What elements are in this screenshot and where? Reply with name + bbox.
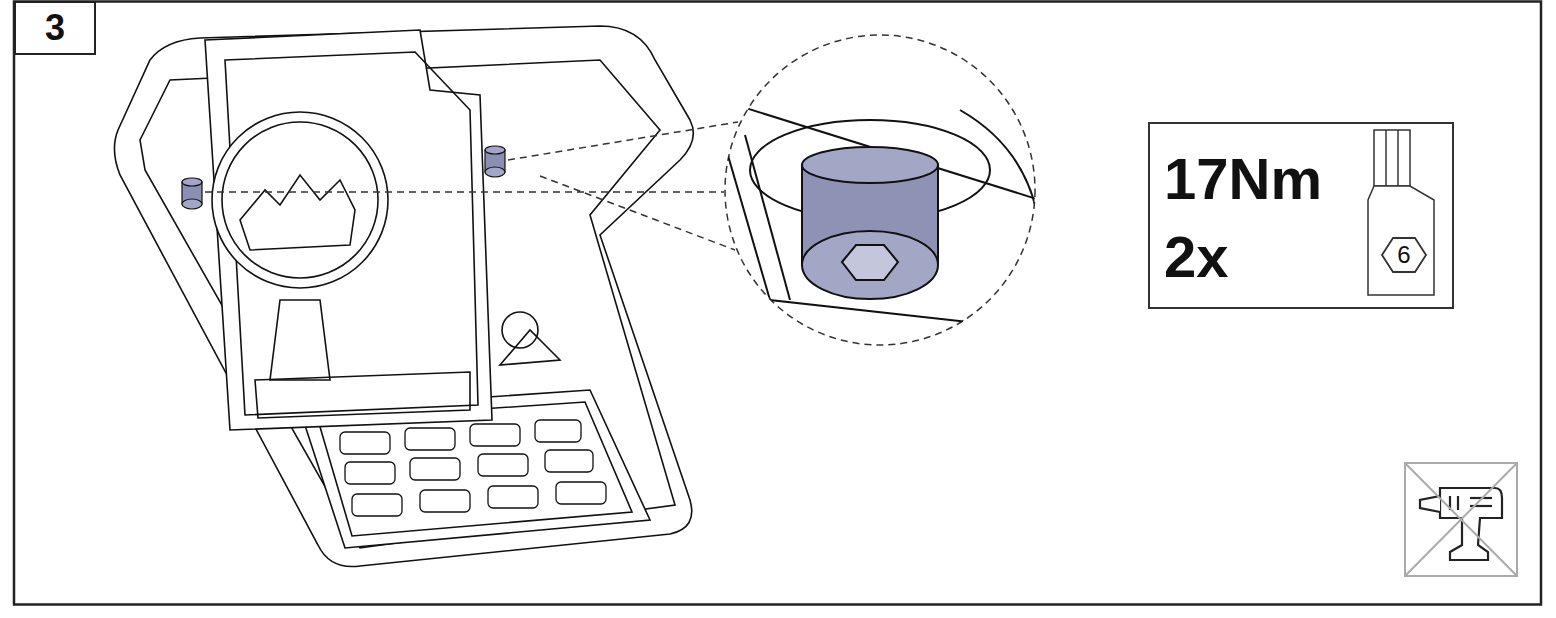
label-text: 17Nm xyxy=(1164,150,1322,208)
step-number-box: 3 xyxy=(14,1,96,55)
cable-glands xyxy=(340,420,606,516)
torque-spec-box: 17Nm 2x 6 xyxy=(1148,122,1454,309)
hex-size-symbol: 6 xyxy=(1380,236,1428,274)
bolts xyxy=(182,146,505,209)
no-power-drill-icon xyxy=(1405,463,1517,576)
hex-bit-icon xyxy=(1368,130,1434,295)
label-text: 6 xyxy=(1397,243,1410,267)
zoom-detail xyxy=(720,100,1040,330)
charger-housing xyxy=(114,26,693,567)
step-frame xyxy=(14,2,1541,605)
zoom-leaders xyxy=(205,35,1035,345)
label-text: 3 xyxy=(45,10,65,46)
label-subtext: 2x xyxy=(1164,228,1229,286)
